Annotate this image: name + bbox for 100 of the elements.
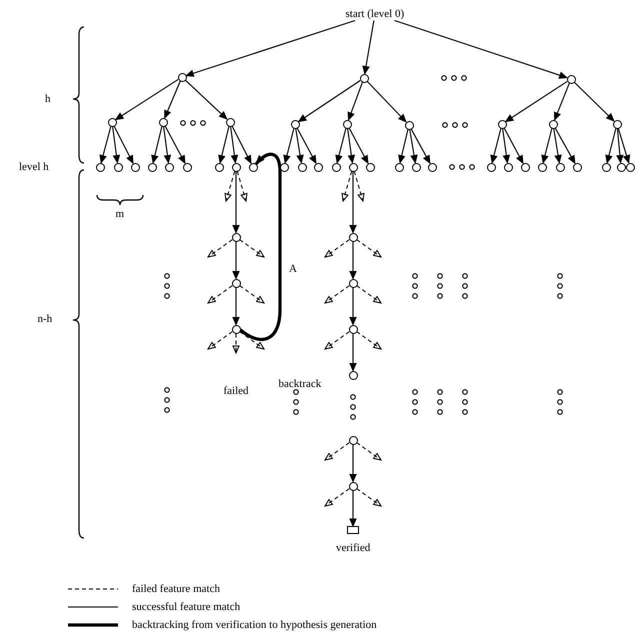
arrow [335,128,346,164]
dashed-arrow [324,442,350,460]
arrow [164,80,181,118]
dashed-arrow [239,331,264,350]
arrow [504,128,524,164]
arrow [232,172,240,233]
arrow [283,128,294,164]
arrow [151,126,162,164]
node-circle [566,74,576,84]
label-text: m [116,208,124,221]
node-circle [538,162,546,172]
arrow [100,126,112,164]
node-circle [214,162,224,172]
arrow [163,126,171,164]
dashed-arrow [239,239,264,258]
arrow [398,129,408,164]
arrow [616,128,624,164]
arrow [298,80,361,122]
node-circle [504,162,512,172]
arrow [350,334,356,371]
node-circle [232,278,240,288]
arrow [605,128,616,164]
dashed-arrow [224,170,236,202]
legend-text: failed feature match [132,583,220,595]
arrow [232,126,252,164]
arrow [490,128,502,164]
arrow [350,490,356,526]
node-circle [232,232,240,242]
arrow [574,82,614,122]
node-circle [332,162,340,172]
label-text: failed [224,385,249,398]
node-circle [298,162,306,172]
dashed-arrow [232,333,240,354]
node-circle [360,74,368,82]
node-circle [412,162,420,172]
dashed-arrow [324,331,350,350]
node-circle [548,120,558,128]
arrow [366,80,406,122]
dashed-arrow [208,285,233,304]
node-circle [498,120,506,128]
dashed-arrow [236,170,248,202]
arrow [350,242,356,279]
node-circle [486,162,496,172]
node-circle [232,324,240,334]
label-text: level h [19,161,49,174]
backtrack-arrow [239,152,282,342]
arrow [115,78,179,120]
arrow [218,126,230,164]
node-circle [348,324,358,334]
node-circle [342,120,352,128]
dashed-arrow [356,331,382,350]
dashed-arrow [208,331,233,350]
node-circle [348,436,358,444]
node-circle [602,162,610,172]
node-circle [348,370,358,380]
arrow [350,288,356,325]
node-circle [572,162,582,172]
node-circle [616,162,626,172]
label-text: n-h [38,313,52,326]
node-circle [232,162,240,172]
arrow [295,128,304,164]
dashed-arrow [324,285,350,304]
node-circle [348,482,358,490]
arrow [502,128,510,164]
arrow [505,81,568,122]
arrow [347,128,355,164]
node-circle [114,162,122,172]
legend-text: successful feature match [132,601,240,613]
arrow [409,129,418,164]
dashed-arrow [356,239,382,258]
arrow [350,444,356,482]
node-text: start (level 0) [344,8,406,20]
dashed-arrow [342,170,352,202]
node-circle [348,162,358,172]
node-circle [96,162,104,172]
node-circle [178,72,186,82]
node-circle [404,120,414,130]
dashed-arrow [354,170,364,202]
node-circle [348,278,358,288]
arrow [394,20,568,79]
arrow [350,172,356,233]
node-circle [158,118,168,126]
arrow [618,128,630,164]
label-text: h [45,93,50,106]
arrow [554,128,576,164]
arrow [554,82,570,120]
result-box [347,526,359,534]
node-circle [130,162,140,172]
node-circle [626,162,634,172]
arrow [114,126,134,164]
arrow [553,128,562,164]
node-circle [314,162,322,172]
arrow [410,128,430,164]
node-circle [612,120,622,128]
node-caption: verified [336,542,370,555]
arrow [164,126,186,164]
dashed-arrow [324,488,350,506]
arrow [230,126,238,164]
dashed-arrow [208,239,233,258]
dashed-arrow [356,442,382,460]
